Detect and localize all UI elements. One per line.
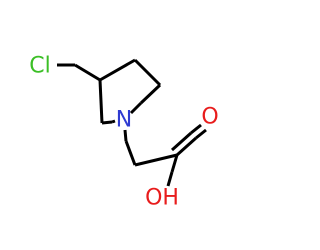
carbonyl-oxygen-label: O <box>201 105 218 130</box>
bond-ch2-cacid <box>134 153 178 167</box>
bond-c3-c2 <box>98 79 104 124</box>
bond-cacid-o-1-red <box>195 128 207 140</box>
bond-cacid-o-2-red <box>190 123 202 135</box>
bond-cacid-o-2 <box>170 131 193 152</box>
bond-c3-c4 <box>99 58 136 82</box>
bond-c5-n-blue <box>129 101 143 115</box>
bonds <box>57 58 207 187</box>
bond-n-ch2 <box>123 129 128 142</box>
atom-labels: Cl N OH O <box>29 54 218 211</box>
bond-c4-c5 <box>133 58 162 87</box>
bond-cacid-oh-red <box>166 171 174 187</box>
bond-c2-n-blue <box>111 119 116 124</box>
structure-drawing: Cl N OH O <box>29 54 218 211</box>
bond-ch2-c3 <box>74 63 101 82</box>
chlorine-label: Cl <box>29 54 50 79</box>
bond-c2-n <box>101 120 113 125</box>
bond-cacid-oh <box>170 154 179 173</box>
bond-cacid-o-1 <box>175 136 198 157</box>
nitrogen-label: N <box>116 108 132 133</box>
bond-c5-n <box>139 83 162 105</box>
bond-n-ch2-black <box>124 140 137 166</box>
hydroxyl-label: OH <box>145 186 179 211</box>
molecule-canvas: Cl N OH O <box>29 54 218 211</box>
